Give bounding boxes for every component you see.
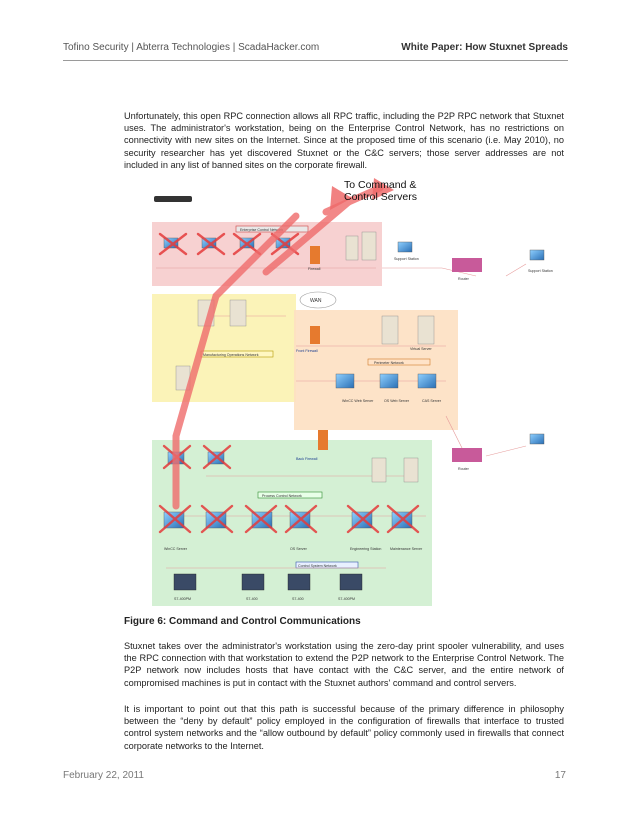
support-station-label-2: Support Station <box>528 269 553 273</box>
page-header: Tofino Security | Abterra Technologies |… <box>63 42 568 61</box>
router-label-2: Router <box>458 467 470 471</box>
plc-label-3: S7-400 <box>292 597 304 601</box>
os-web-server-label: OS Web Server <box>384 399 410 403</box>
server-icon <box>371 457 387 483</box>
server-tower-icon <box>361 231 377 261</box>
plc-label-4: S7-400PM <box>338 597 355 601</box>
manufacturing-label: Manufacturing Operations Network <box>203 353 259 357</box>
svg-text:Back Firewall: Back Firewall <box>296 457 318 461</box>
header-title: White Paper: How Stuxnet Spreads <box>401 42 568 53</box>
plc-icon <box>173 573 197 591</box>
process-label: Process Control Network <box>262 494 302 498</box>
page-number: 17 <box>554 770 566 781</box>
enterprise-label: Enterprise Control Network <box>240 228 283 232</box>
arrowhead-icon <box>330 186 352 210</box>
wincc-web-server-label: WinCC Web Server <box>342 399 374 403</box>
plc-icon <box>287 573 311 591</box>
svg-text:Firewall: Firewall <box>308 267 321 271</box>
engineering-station-label: Engineering Station <box>350 547 381 551</box>
router-icon <box>452 258 482 272</box>
header-authors: Tofino Security | Abterra Technologies |… <box>63 42 320 53</box>
figure-caption: Figure 6: Command and Control Communicat… <box>124 616 361 627</box>
perimeter-label: Perimeter Network <box>374 361 404 365</box>
control-system-label: Control System Network <box>298 564 337 568</box>
server-icon <box>417 315 435 345</box>
virtual-server-label: Virtual Server <box>410 347 433 351</box>
plc-label-2: S7-400 <box>246 597 258 601</box>
dest-line-1: To Command & <box>344 179 416 191</box>
support-station-icon <box>397 241 413 253</box>
enterprise-bar <box>235 225 309 233</box>
network-diagram: Enterprise Control Network Manufacturing… <box>146 176 570 608</box>
arrowhead-icon <box>372 178 394 200</box>
router-label-1: Router <box>458 277 470 281</box>
support-station-icon <box>529 249 545 261</box>
plc-icon <box>339 573 363 591</box>
wan-label: WAN <box>310 298 322 304</box>
cc-path-arrows <box>172 184 384 510</box>
back-firewall-icon: Back Firewall <box>296 430 328 461</box>
support-station-label-1: Support Station <box>394 257 419 261</box>
footer-date: February 22, 2011 <box>63 770 144 781</box>
usb-drive-icon <box>154 196 192 202</box>
server-tower-icon <box>345 235 359 261</box>
firewall-icon: Firewall <box>308 246 321 271</box>
monitor-icon <box>379 373 399 389</box>
os-server-label: OS Server <box>290 547 308 551</box>
plc-label-1: S7-400PM <box>174 597 191 601</box>
maintenance-server-label: Maintenance Server <box>390 547 423 551</box>
paragraph-1: Unfortunately, this open RPC connection … <box>124 111 564 170</box>
manufacturing-zone <box>152 294 296 402</box>
network-diagram-svg: Enterprise Control Network Manufacturing… <box>152 178 553 606</box>
router-icon <box>452 448 482 462</box>
server-icon <box>403 457 419 483</box>
plc-icon <box>241 573 265 591</box>
perimeter-bar <box>367 358 431 366</box>
server-icon <box>381 315 399 345</box>
monitor-icon <box>417 373 437 389</box>
server-icon <box>229 299 247 327</box>
wincc-server-label: WinCC Server <box>164 547 188 551</box>
svg-text:Front Firewall: Front Firewall <box>296 349 318 353</box>
paragraph-2: Stuxnet takes over the administrator's w… <box>124 641 564 688</box>
paragraph-3: It is important to point out that this p… <box>124 704 564 751</box>
front-firewall-icon: Front Firewall <box>296 326 320 353</box>
process-bar <box>257 491 323 499</box>
cas-server-label: CAS Server <box>422 399 442 403</box>
dest-line-2: Control Servers <box>344 191 417 203</box>
support-station-icon <box>529 433 545 445</box>
monitor-icon <box>335 373 355 389</box>
wan-cloud <box>299 291 337 309</box>
